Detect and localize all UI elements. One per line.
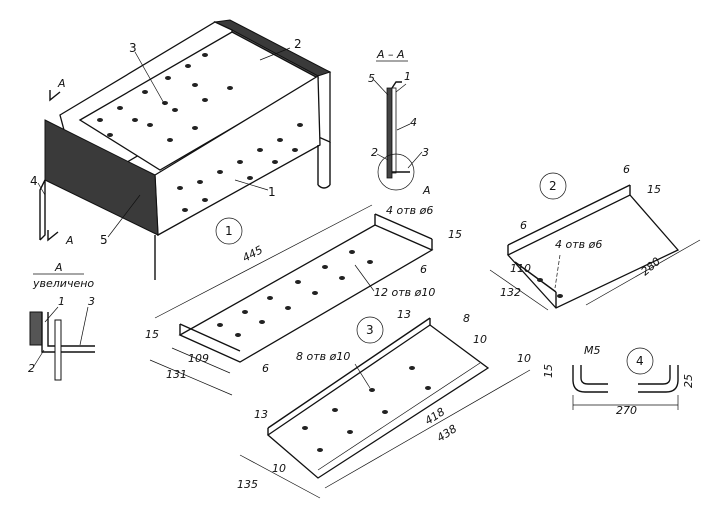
dim-4holes: 4 отв ø6 bbox=[386, 204, 433, 217]
dim-109: 109 bbox=[188, 352, 209, 365]
dim-135: 135 bbox=[237, 478, 258, 491]
dim-15b: 15 bbox=[145, 328, 159, 341]
dim-110: 110 bbox=[510, 262, 531, 275]
callout-4: 4 bbox=[30, 174, 38, 188]
section-detail-mark: А bbox=[422, 184, 431, 197]
dim-15d: 15 bbox=[542, 364, 555, 378]
dim-8holes: 8 отв ø10 bbox=[296, 350, 350, 363]
part-3-holes bbox=[302, 366, 431, 452]
dim-15a: 15 bbox=[448, 228, 462, 241]
dim-6b: 6 bbox=[262, 362, 269, 375]
enlarged-subtitle: увеличено bbox=[32, 277, 94, 290]
enlarged-n2: 2 bbox=[28, 362, 35, 375]
dim-4holes2: 4 отв ø6 bbox=[555, 238, 602, 251]
part-2-label: 2 bbox=[549, 179, 557, 193]
part-1-holes bbox=[217, 250, 373, 337]
callout-1: 1 bbox=[268, 185, 276, 199]
dim-131: 131 bbox=[166, 368, 187, 381]
dim-10a: 10 bbox=[473, 333, 487, 346]
callout-3: 3 bbox=[129, 41, 137, 55]
back-wall-holes bbox=[97, 53, 208, 137]
callout-2: 2 bbox=[294, 37, 302, 51]
bottom-holes bbox=[147, 86, 233, 142]
section-n5: 5 bbox=[368, 72, 375, 85]
enlarged-title: А bbox=[54, 261, 63, 274]
dim-270: 270 bbox=[616, 404, 637, 417]
dim-13b: 13 bbox=[254, 408, 268, 421]
dim-6c: 6 bbox=[623, 163, 630, 176]
section-mark-top: А bbox=[57, 77, 66, 90]
part-1: 1 445 4 отв ø6 15 6 12 отв ø10 15 bbox=[145, 204, 462, 396]
section-title: А – А bbox=[376, 48, 405, 61]
part-4-label: 4 bbox=[636, 354, 644, 368]
dim-25: 25 bbox=[682, 374, 695, 388]
section-mark-bottom: А bbox=[65, 234, 74, 247]
assembly-view: 3 2 1 5 4 А А bbox=[30, 19, 332, 280]
part-3-label: 3 bbox=[366, 323, 374, 337]
section-n3: 3 bbox=[422, 146, 429, 159]
callout-5: 5 bbox=[100, 233, 108, 247]
part-2: 2 6 15 6 4 отв ø6 110 132 280 bbox=[489, 163, 701, 311]
part-1-label: 1 bbox=[225, 224, 233, 238]
dim-10b: 10 bbox=[517, 352, 531, 365]
dim-445: 445 bbox=[240, 243, 265, 264]
part-4: 4 М5 15 25 270 bbox=[542, 344, 695, 417]
dim-13a: 13 bbox=[397, 308, 411, 321]
dim-12holes: 12 отв ø10 bbox=[374, 286, 435, 299]
dim-132: 132 bbox=[500, 286, 521, 299]
dim-6d: 6 bbox=[520, 219, 527, 232]
dim-m5: М5 bbox=[584, 344, 601, 357]
enlarged-n3: 3 bbox=[88, 295, 95, 308]
section-n2: 2 bbox=[371, 146, 378, 159]
dim-6a: 6 bbox=[420, 263, 427, 276]
dim-8: 8 bbox=[463, 312, 470, 325]
section-n1: 1 bbox=[404, 70, 411, 83]
detail-a-enlarged: А увеличено 1 3 2 bbox=[28, 261, 95, 381]
section-n4: 4 bbox=[410, 116, 417, 129]
front-wall-holes bbox=[177, 123, 303, 212]
enlarged-n1: 1 bbox=[58, 295, 65, 308]
dim-15c: 15 bbox=[647, 183, 661, 196]
part-3: 3 13 8 10 8 отв ø10 10 13 418 438 10 135 bbox=[237, 308, 531, 499]
section-a-a: А – А 5 1 4 2 3 А bbox=[368, 48, 431, 197]
dim-10c: 10 bbox=[272, 462, 286, 475]
dim-438: 438 bbox=[435, 422, 460, 444]
